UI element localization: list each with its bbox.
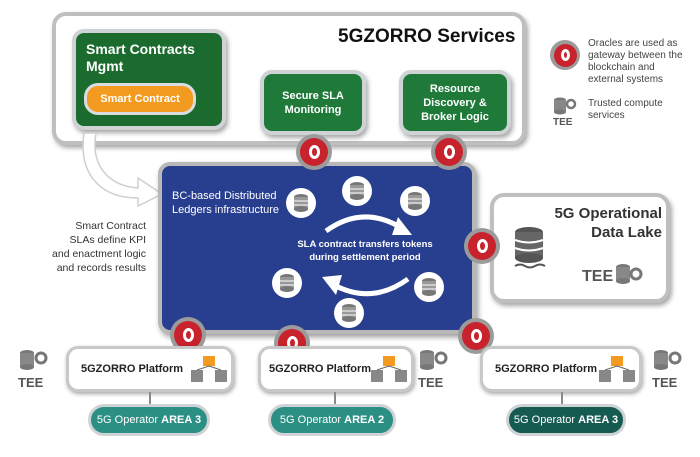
- resource-discovery-label: Resource Discovery & Broker Logic: [421, 82, 489, 123]
- ledger-token-icon: [342, 176, 372, 206]
- ledger-token-icon: [286, 188, 316, 218]
- platform-box-3: 5GZORRO Platform: [480, 346, 642, 392]
- ledger-token-icon: [272, 268, 302, 298]
- trusted-compute-icon: [20, 350, 48, 370]
- platform-label: 5GZORRO Platform: [495, 363, 598, 375]
- platform-tee-label: TEE: [652, 375, 678, 390]
- side-note-text: Smart Contract SLAs define KPI and enact…: [52, 220, 146, 274]
- legend-tee-label: TEE: [553, 117, 573, 128]
- area-prefix: 5G Operator: [513, 414, 576, 426]
- ledger-title: BC-based Distributed Ledgers infrastruct…: [172, 190, 279, 216]
- connector: [334, 392, 336, 406]
- arrow-icon: [82, 132, 164, 208]
- ledger-token-icon: [414, 272, 444, 302]
- area-name: AREA 3: [161, 414, 202, 426]
- platform-network-icon: [599, 356, 635, 382]
- smart-contract-pill: Smart Contract: [84, 83, 196, 115]
- data-lake-tee-label: TEE: [582, 268, 614, 285]
- area-prefix: 5G Operator: [96, 414, 159, 426]
- area-pill-1: 5G Operator AREA 3: [88, 404, 210, 436]
- area-pill-3: 5G Operator AREA 3: [506, 404, 626, 436]
- platform-label: 5GZORRO Platform: [269, 363, 372, 375]
- legend-oracles-text: Oracles are used as gateway between the …: [588, 38, 683, 85]
- connector: [149, 392, 151, 406]
- area-name: AREA 2: [344, 414, 385, 426]
- smart-contracts-mgmt-title: Smart Contracts Mgmt: [86, 41, 195, 74]
- trusted-compute-icon: [554, 97, 577, 115]
- platform-box-1: 5GZORRO Platform: [66, 346, 234, 392]
- platform-label: 5GZORRO Platform: [81, 363, 184, 375]
- legend-trusted-text: Trusted compute services: [588, 98, 663, 121]
- trusted-compute-icon: [654, 350, 682, 370]
- secure-sla-monitoring-label: Secure SLA Monitoring: [282, 89, 344, 116]
- trusted-compute-icon: [420, 350, 448, 370]
- platform-tee-label: TEE: [418, 375, 444, 390]
- area-name: AREA 3: [578, 414, 619, 426]
- oracle-icon: [431, 134, 467, 170]
- platform-network-icon: [191, 356, 227, 382]
- ledger-token-icon: [400, 186, 430, 216]
- platform-network-icon: [371, 356, 407, 382]
- area-pill-2: 5G Operator AREA 2: [268, 404, 396, 436]
- ledger-token-icon: [334, 298, 364, 328]
- area-prefix: 5G Operator: [279, 414, 342, 426]
- secure-sla-monitoring-box: Secure SLA Monitoring: [260, 70, 366, 135]
- ledger-center-text: SLA contract transfers tokens during set…: [297, 239, 433, 263]
- connector: [561, 392, 563, 406]
- platform-tee-label: TEE: [18, 375, 44, 390]
- cycle-arrows-icon: [322, 214, 412, 297]
- data-lake-title: 5G Operational Data Lake: [554, 205, 662, 241]
- oracle-icon: [550, 40, 580, 70]
- services-title: 5GZORRO Services: [338, 26, 516, 47]
- oracle-icon: [464, 228, 500, 264]
- oracle-icon: [296, 134, 332, 170]
- resource-discovery-box: Resource Discovery & Broker Logic: [399, 70, 511, 135]
- platform-box-2: 5GZORRO Platform: [258, 346, 414, 392]
- database-icon: [514, 227, 546, 269]
- trusted-compute-icon: [616, 264, 643, 284]
